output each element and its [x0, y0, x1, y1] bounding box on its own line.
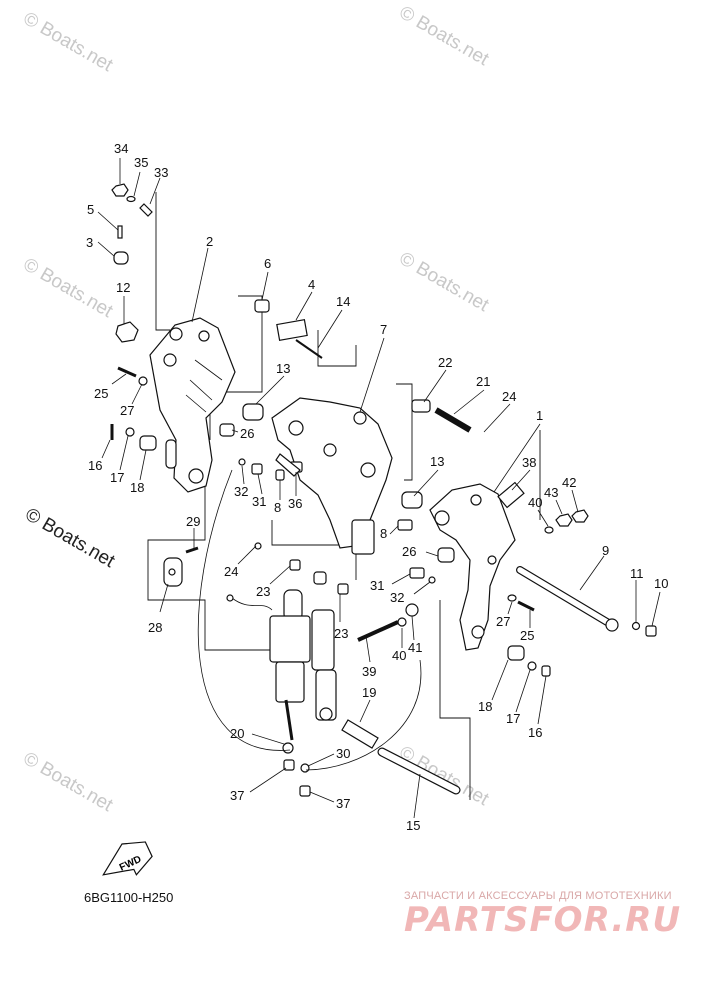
callout-23: 23	[256, 584, 270, 599]
callout-38: 38	[522, 455, 536, 470]
callout-14: 14	[336, 294, 350, 309]
callout-9: 9	[602, 543, 609, 558]
callout-28: 28	[148, 620, 162, 635]
callout-43: 43	[544, 485, 558, 500]
callout-16: 16	[88, 458, 102, 473]
callout-23: 23	[334, 626, 348, 641]
fasteners	[110, 183, 657, 797]
watermark-center: © Boats.net	[22, 504, 119, 572]
callout-11: 11	[630, 566, 644, 581]
callout-37: 37	[230, 788, 244, 803]
callout-17: 17	[506, 711, 520, 726]
banner-tagline: ЗАПЧАСТИ И АКСЕССУАРЫ ДЛЯ МОТОТЕХНИКИ	[404, 890, 672, 902]
callout-31: 31	[252, 494, 266, 509]
callout-32: 32	[234, 484, 248, 499]
callout-12: 12	[116, 280, 130, 295]
leader-lines	[97, 158, 661, 819]
callout-32: 32	[390, 590, 404, 605]
callout-15: 15	[406, 818, 420, 833]
callout-16: 16	[528, 725, 542, 740]
callout-22: 22	[438, 355, 452, 370]
swivel-bracket	[271, 397, 393, 555]
callout-3: 3	[86, 235, 93, 250]
callout-24: 24	[224, 564, 238, 579]
callout-21: 21	[476, 374, 490, 389]
callout-31: 31	[370, 578, 384, 593]
callout-33: 33	[154, 165, 168, 180]
callout-27: 27	[120, 403, 134, 418]
callout-30: 30	[336, 746, 350, 761]
pins-and-bushes	[139, 299, 525, 795]
callout-40: 40	[528, 495, 542, 510]
right-clamp-bracket	[429, 483, 516, 651]
left-clamp-bracket	[149, 317, 236, 493]
callout-40: 40	[392, 648, 406, 663]
callout-27: 27	[496, 614, 510, 629]
callout-5: 5	[87, 202, 94, 217]
tilt-cylinder-unit	[226, 589, 337, 741]
callout-29: 29	[186, 514, 200, 529]
partsfor-banner[interactable]: ЗАПЧАСТИ И АКСЕССУАРЫ ДЛЯ МОТОТЕХНИКИ PA…	[404, 890, 696, 940]
watermark: © Boats.net	[396, 742, 493, 810]
callout-36: 36	[288, 496, 302, 511]
callout-labels: 34 35 33 5 3 2 6 4 14 12 7 22 21 24 1 25…	[86, 141, 668, 833]
watermark: © Boats.net	[20, 748, 117, 816]
callout-24: 24	[502, 389, 516, 404]
callout-42: 42	[562, 475, 576, 490]
callout-8: 8	[274, 500, 281, 515]
callout-26: 26	[240, 426, 254, 441]
watermark: © Boats.net	[396, 2, 493, 70]
watermark: © Boats.net	[396, 248, 493, 316]
callout-6: 6	[264, 256, 271, 271]
callout-18: 18	[130, 480, 144, 495]
callout-7: 7	[380, 322, 387, 337]
callout-2: 2	[206, 234, 213, 249]
callout-26: 26	[402, 544, 416, 559]
callout-25: 25	[94, 386, 108, 401]
callout-1: 1	[536, 408, 543, 423]
callout-20: 20	[230, 726, 244, 741]
callout-8: 8	[380, 526, 387, 541]
callout-34: 34	[114, 141, 128, 156]
callout-10: 10	[654, 576, 668, 591]
callout-18: 18	[478, 699, 492, 714]
callout-19: 19	[362, 685, 376, 700]
callout-39: 39	[362, 664, 376, 679]
callout-17: 17	[110, 470, 124, 485]
callout-41: 41	[408, 640, 422, 655]
callout-4: 4	[308, 277, 315, 292]
callout-25: 25	[520, 628, 534, 643]
callout-35: 35	[134, 155, 148, 170]
banner-logo: PARTSFOR.RU	[404, 900, 682, 940]
watermark: © Boats.net	[20, 254, 117, 322]
callout-37: 37	[336, 796, 350, 811]
callout-13: 13	[430, 454, 444, 469]
fwd-arrow: FWD	[102, 841, 153, 876]
tilt-tube	[516, 566, 619, 632]
diagram-code: 6BG1100-H250	[84, 890, 173, 905]
watermark: © Boats.net	[20, 8, 117, 76]
hoses	[197, 469, 422, 771]
callout-13: 13	[276, 361, 290, 376]
